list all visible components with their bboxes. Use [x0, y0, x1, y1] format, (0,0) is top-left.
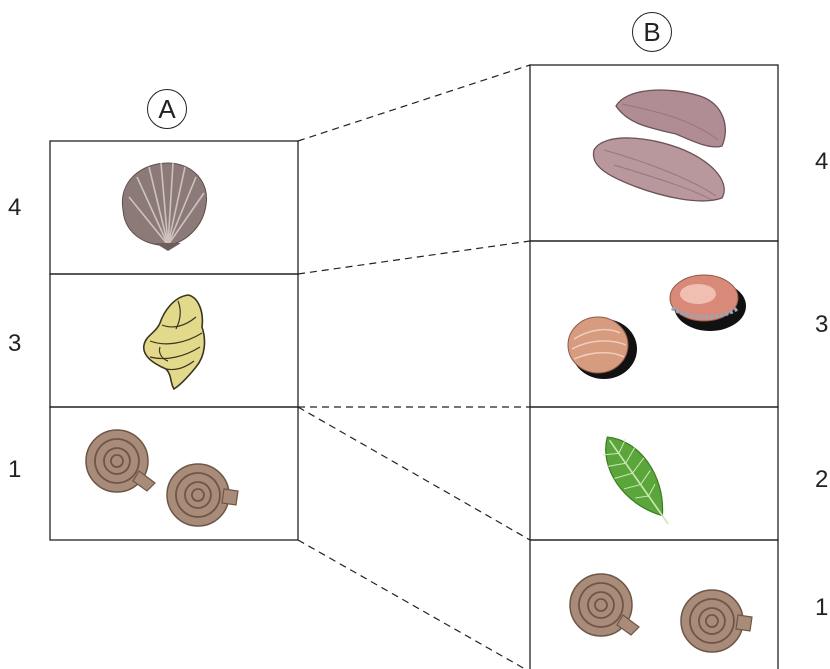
correlation-line-top-4	[298, 65, 530, 141]
correlation-line-3-1	[298, 407, 530, 540]
column-a-layer-1-number: 1	[8, 458, 21, 482]
ammonite-fossils-icon-a	[86, 430, 238, 526]
column-b-label: B	[632, 12, 672, 52]
column-b-layer-4-number: 4	[815, 150, 828, 174]
bivalve-clam-shells-icon	[593, 90, 725, 201]
column-b-layer-1-number: 1	[815, 596, 828, 620]
column-b-layer-3-number: 3	[815, 313, 828, 337]
gastropod-shell-icon	[144, 295, 205, 389]
column-b-layer-1	[530, 540, 778, 669]
leaf-fossil-icon	[592, 426, 684, 534]
correlation-line-bottom-1	[298, 540, 525, 669]
ammonite-fossils-icon-b	[570, 574, 752, 652]
column-a-layer-3-number: 3	[8, 332, 21, 356]
correlation-lines	[298, 65, 530, 669]
correlation-line-4-3	[298, 241, 530, 274]
column-b-layer-3	[530, 241, 778, 407]
column-a-layer-4-number: 4	[8, 196, 21, 220]
column-a-layer-1	[50, 407, 298, 540]
column-a-label: A	[147, 89, 187, 129]
scallop-shell-icon	[122, 163, 206, 251]
clam-and-cowrie-shells-icon	[568, 275, 746, 379]
column-b-layer-2-number: 2	[815, 468, 828, 492]
